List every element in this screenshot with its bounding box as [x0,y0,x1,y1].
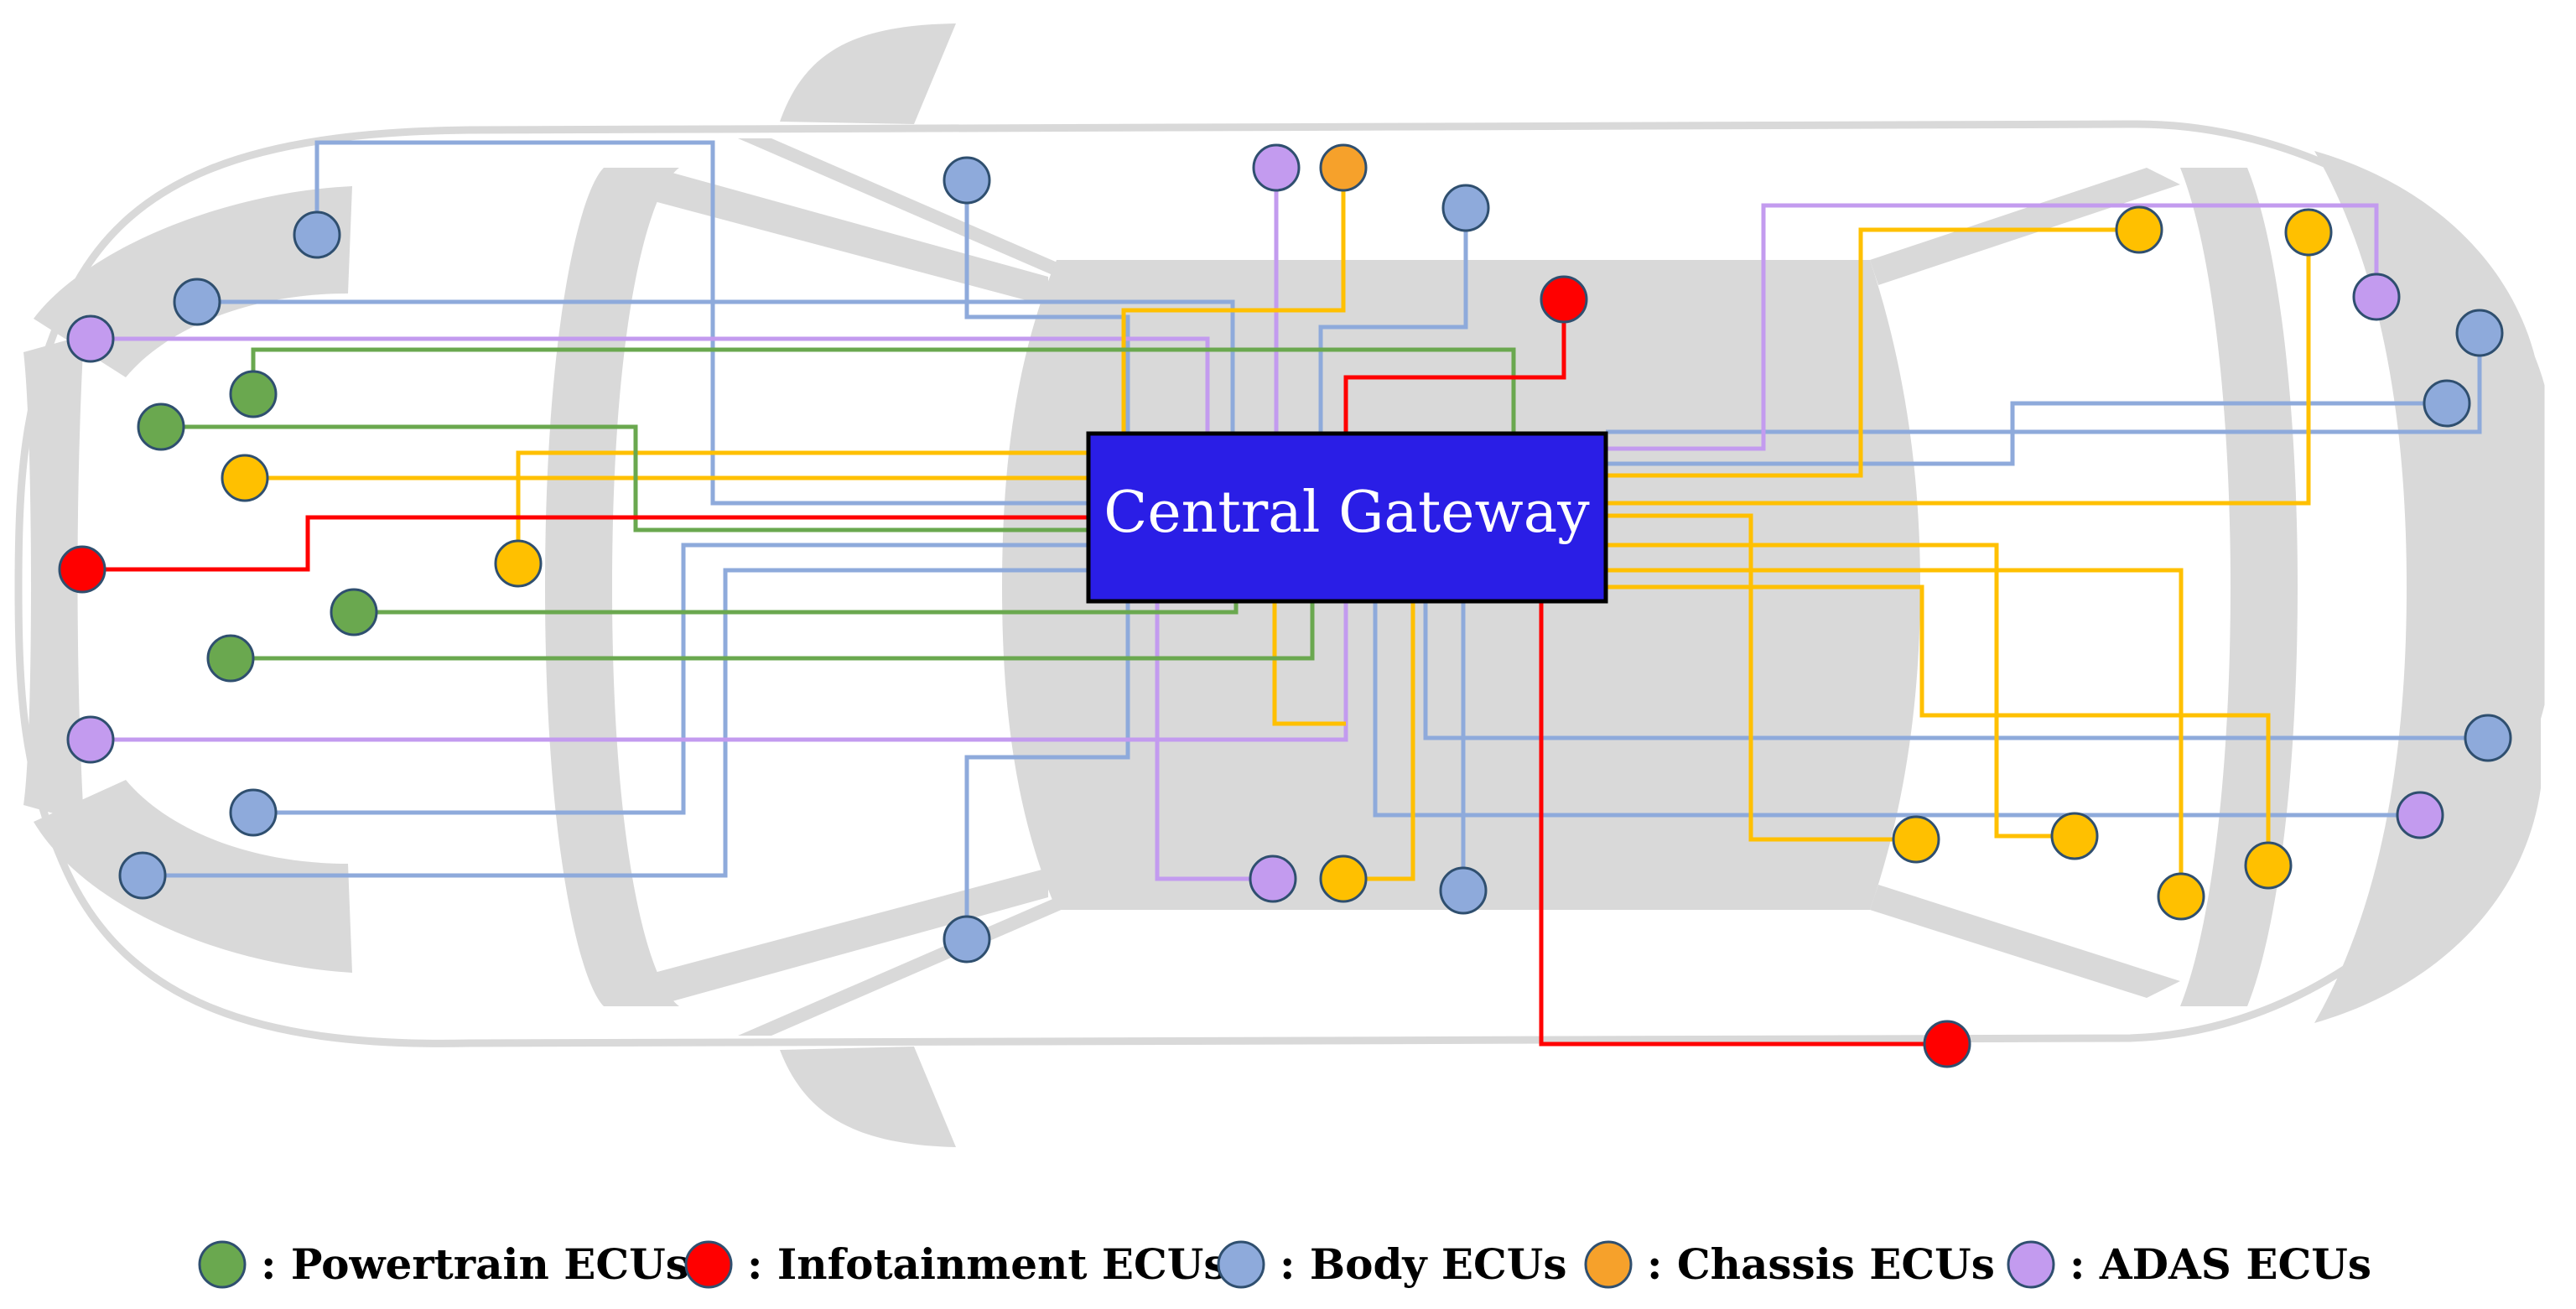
ecu-node-chassis-20 [2115,205,2163,254]
wire-adas-14 [1606,203,2379,451]
ecu-node-chassis-19 [221,454,269,502]
wire-body-8 [964,601,1130,939]
ecu-node-body-4 [2423,379,2471,428]
legend-label-powertrain: : Powertrain ECUs [261,1239,689,1289]
car-rear-strut-bottom [1870,885,2180,998]
ecu-node-body-0 [293,210,341,259]
ecu-node-chassis-21 [2284,208,2333,257]
wire-chassis-17 [1121,168,1346,434]
ecu-node-body-3 [1441,184,1490,232]
legend-label-body: : Body ECUs [1280,1239,1567,1289]
car-rear-end [2314,151,2541,1023]
ecu-node-infotainment-33 [1923,1020,1971,1068]
wire-chassis-26 [1606,568,2184,896]
wire-infotainment-32 [82,515,1088,572]
wire-body-7 [143,568,1088,878]
wire-adas-16 [1155,601,1273,881]
ecu-node-chassis-22 [1319,854,1368,903]
ecu-node-powertrain-27 [229,370,278,418]
ecu-node-adas-14 [66,715,115,764]
wire-chassis-27 [1606,584,2271,865]
ecu-node-body-6 [229,788,278,837]
legend-label-chassis: : Chassis ECUs [1647,1239,1995,1289]
ecu-node-body-8 [943,915,991,964]
wire-chassis-24 [1606,513,1916,842]
legend-swatch-adas [2007,1240,2055,1289]
legend-swatch-chassis [1584,1240,1633,1289]
central-gateway-label: Central Gateway [1104,480,1590,546]
legend-label-infotainment: : Infotainment ECUs [747,1239,1228,1289]
wire-powertrain-31 [231,601,1315,661]
wire-body-10 [1423,601,2488,740]
ecu-node-body-5 [2455,309,2504,357]
wire-adas-15 [91,601,1348,742]
ecu-node-infotainment-32 [1540,275,1588,324]
wire-body-6 [253,543,1088,815]
legend-swatch-powertrain [198,1240,247,1289]
wiring-harness [82,140,2488,1047]
wire-body-1 [197,299,1235,434]
wire-chassis-21 [1606,232,2311,506]
ecu-node-chassis-23 [1892,815,1940,864]
legend-swatch-body [1217,1240,1265,1289]
central-gateway: Central Gateway [1086,431,1608,604]
ecu-node-chassis-18 [494,539,543,588]
wire-adas-12 [91,336,1210,434]
ecu-node-body-2 [943,156,991,205]
ecu-node-adas-13 [2352,273,2401,321]
wire-powertrain-30 [354,601,1239,615]
wire-powertrain-29 [161,424,1088,532]
car-strut-top-right [738,138,1090,277]
ecu-nodes [58,143,2512,1068]
wire-body-0 [314,140,1088,506]
ecu-node-adas-16 [2396,791,2444,839]
central-gateway-box [1086,431,1608,604]
ecu-node-body-7 [118,851,167,900]
ecu-node-adas-15 [1249,854,1297,903]
car-strut-bottom-left [654,868,1048,1006]
ecu-node-adas-11 [66,314,115,363]
ecu-node-chassis-26 [2244,841,2293,890]
ecu-node-body-1 [173,278,221,326]
car-front-pillar-left [545,168,679,1006]
car-mirror-bottom [780,1047,956,1147]
wire-chassis-25 [1606,543,2075,839]
wire-body-3 [1318,208,1468,434]
legend-swatch-infotainment [684,1240,733,1289]
legend: : Powertrain ECUs : Infotainment ECUs : Bo… [198,1239,2371,1289]
ecu-node-body-10 [2464,714,2512,762]
wire-chassis-20 [1606,227,2139,478]
car-front-left-fill [23,335,84,822]
wire-chassis-23 [1272,601,1346,726]
ecu-node-powertrain-28 [137,403,185,451]
ecu-node-powertrain-29 [330,588,378,636]
legend-label-adas: : ADAS ECUs [2070,1239,2371,1289]
wire-chassis-18 [516,450,1088,564]
ecu-node-chassis-25 [2157,872,2205,921]
wire-infotainment-33 [1343,299,1566,434]
wire-body-5 [1606,333,2482,434]
ecu-node-chassis-24 [2050,812,2099,860]
ecu-node-body-9 [1439,866,1488,915]
ecu-node-powertrain-30 [206,634,255,683]
wire-body-2 [964,180,1130,434]
ecu-node-infotainment-31 [58,545,106,594]
car-rear-strut-top [1870,168,2180,285]
car-mirror-top [780,23,956,124]
car-strut-top-left [654,168,1048,306]
wire-infotainment-34 [1539,601,1947,1047]
car-strut-bottom-right [738,897,1090,1036]
ecu-node-chassis-17 [1319,143,1368,192]
ecu-node-adas-12 [1252,143,1301,192]
